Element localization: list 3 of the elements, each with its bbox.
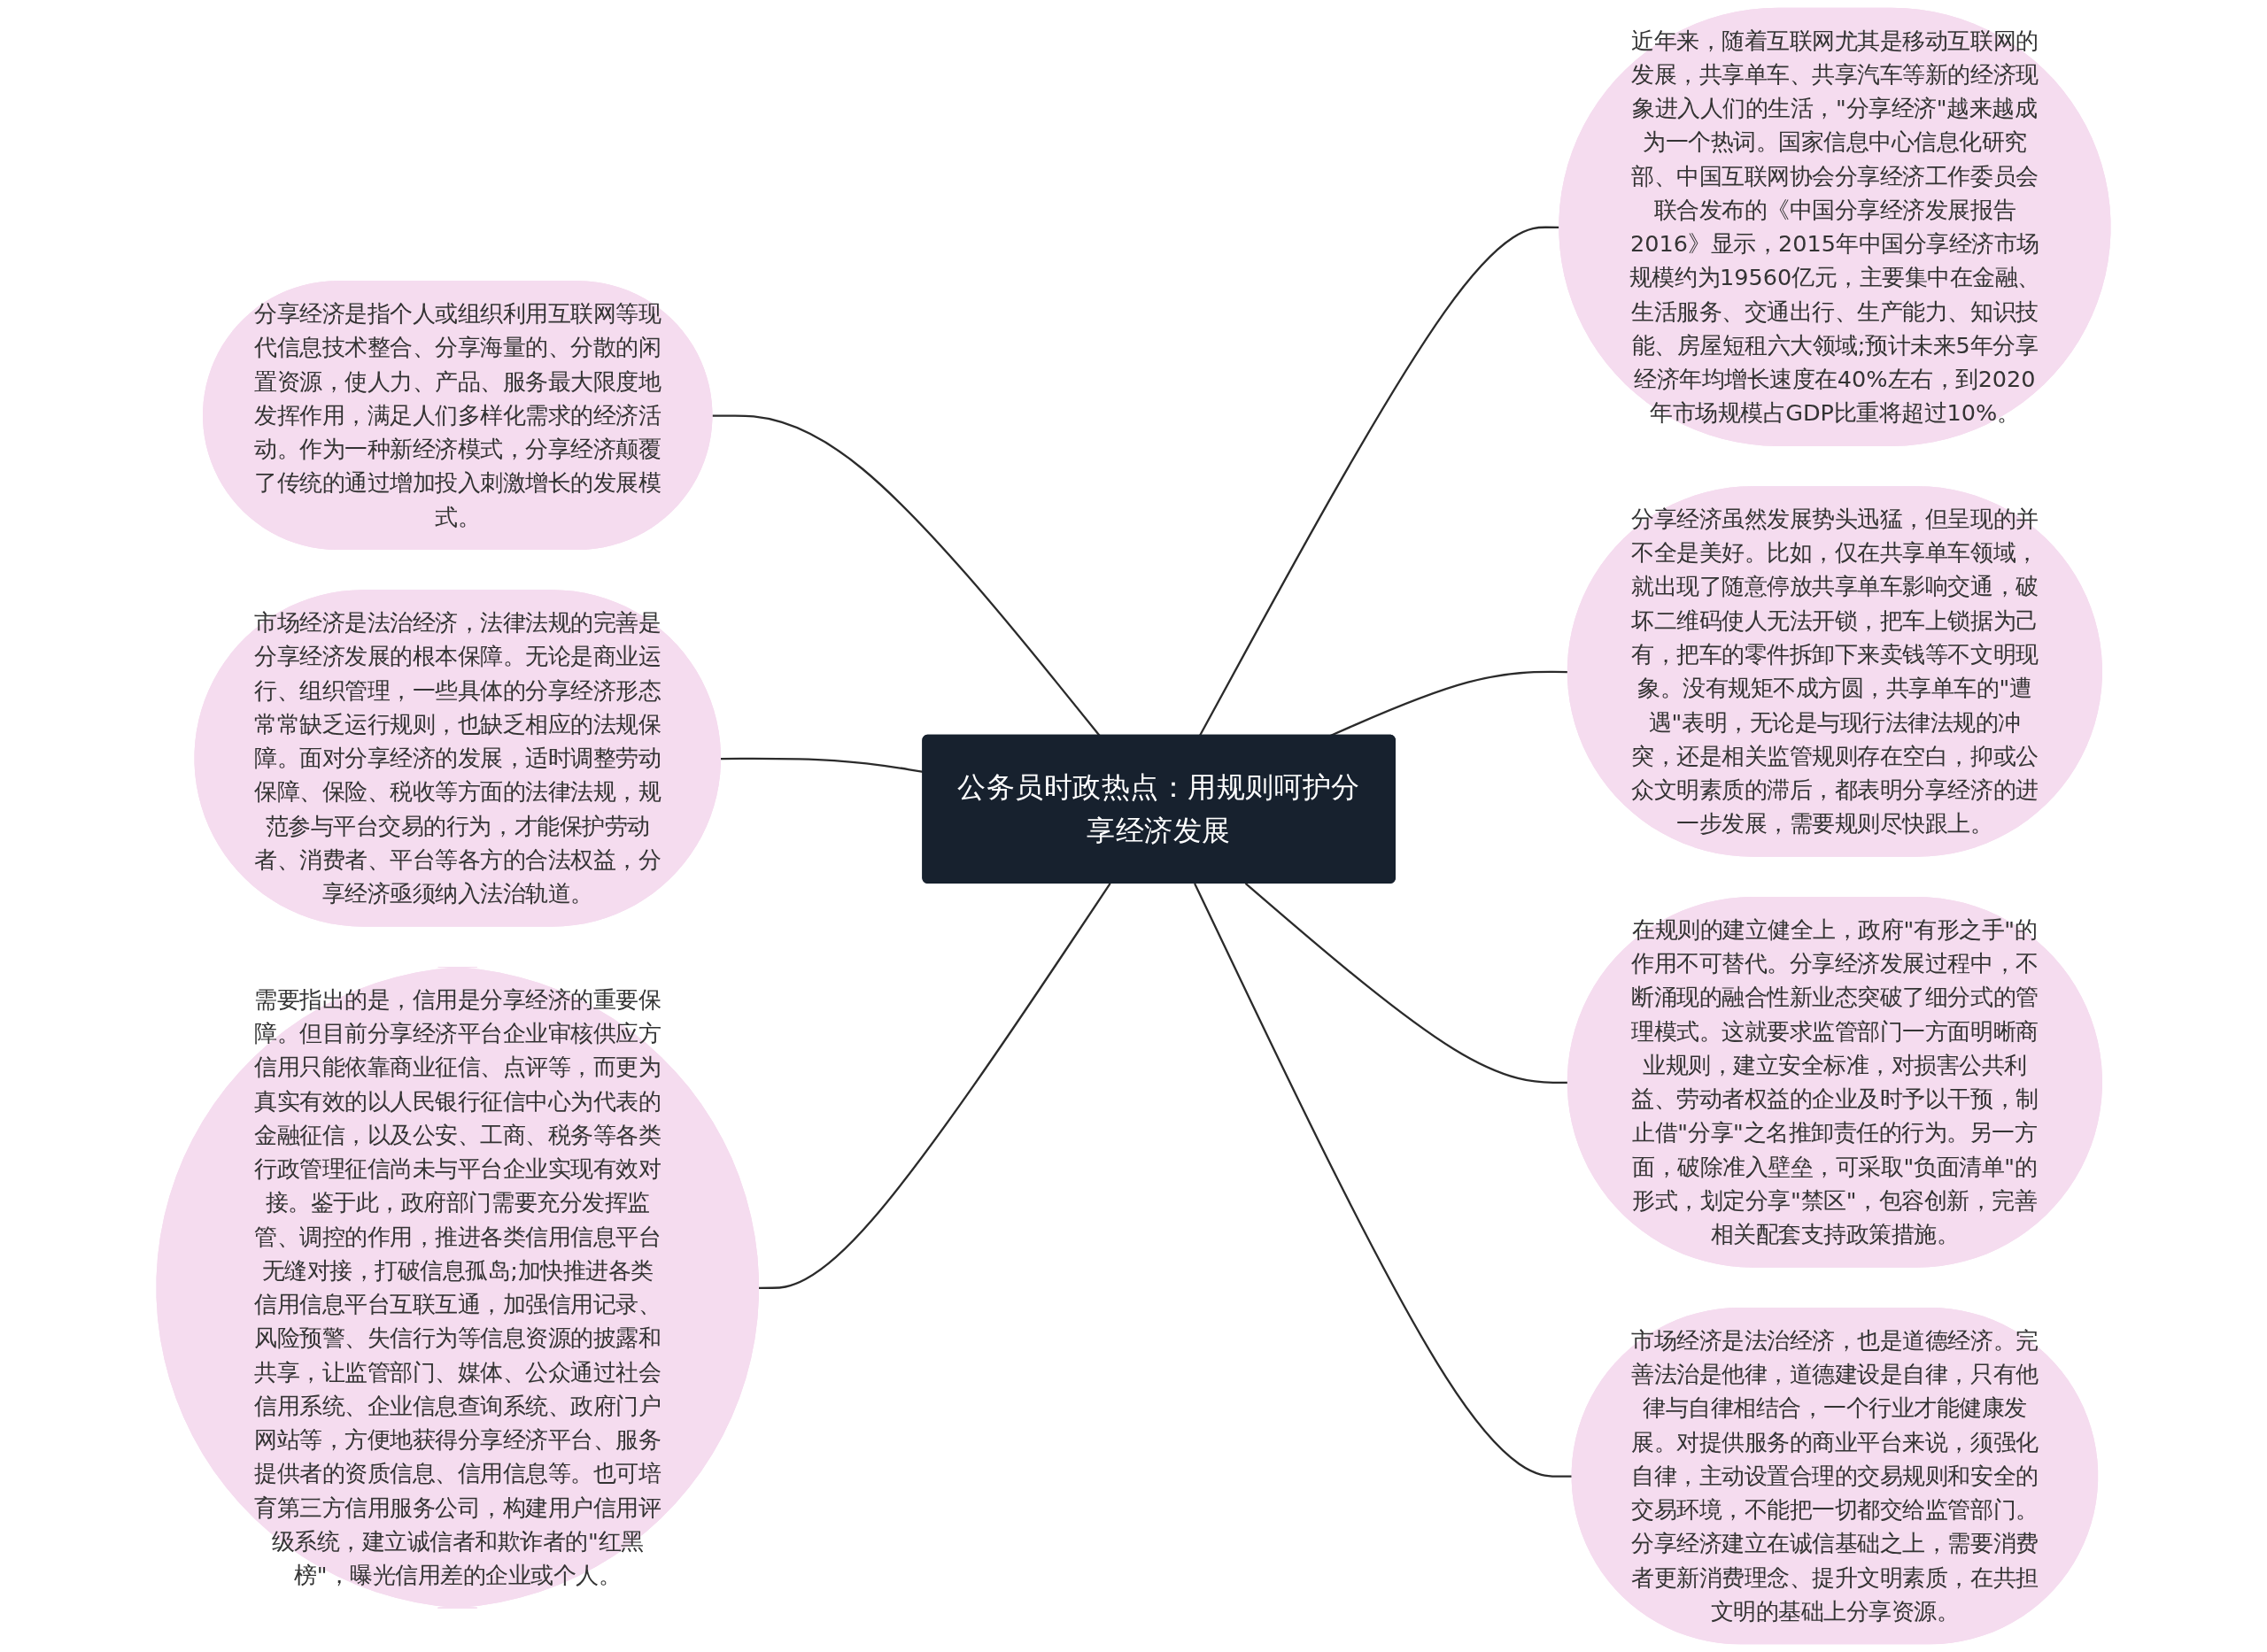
- connector: [712, 414, 1101, 737]
- connector: [1194, 883, 1573, 1478]
- connector: [758, 883, 1111, 1290]
